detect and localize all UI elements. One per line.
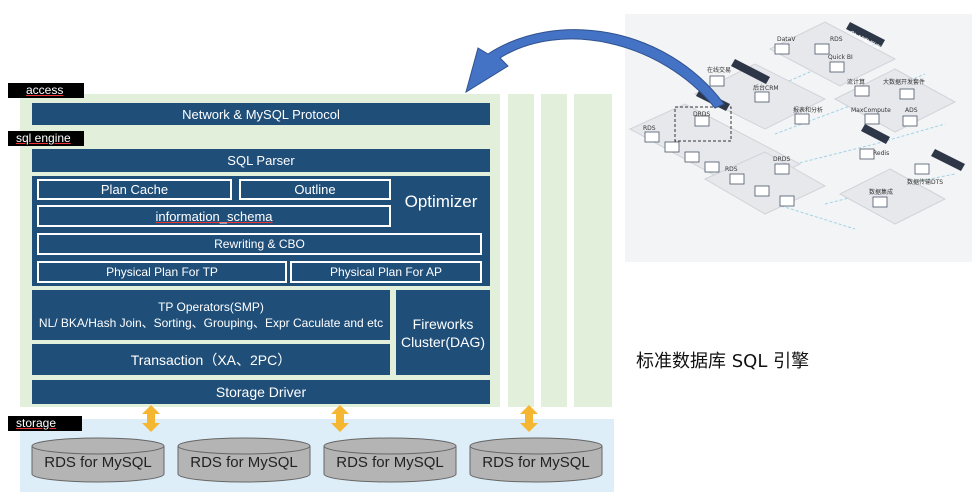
map-label-quickbi: Quick BI xyxy=(828,54,853,61)
physical-plan-ap-box: Physical Plan For AP xyxy=(290,261,482,283)
engine-stripe-2 xyxy=(541,94,567,407)
engine-stripe-4 xyxy=(592,94,612,407)
rds-label-3: RDS for MySQL xyxy=(336,454,444,471)
map-label-stream: 流计算 xyxy=(847,78,865,86)
map-label-redis: Redis xyxy=(873,150,889,157)
map-label-business: 在线交易 xyxy=(707,66,731,74)
physical-plan-tp-label: Physical Plan For TP xyxy=(106,265,218,279)
map-label-bigdata: 大数据开发套件 xyxy=(883,78,925,86)
rds-label-4: RDS for MySQL xyxy=(482,454,590,471)
map-nodes xyxy=(644,43,930,208)
map-label-report: 报表和分析 xyxy=(793,106,823,114)
storage-driver-block: Storage Driver xyxy=(32,380,490,404)
tp-operators-title: TP Operators(SMP) xyxy=(158,300,264,314)
optimizer-block: Plan Cache Outline Optimizer information… xyxy=(32,176,490,286)
engine-stripe-1 xyxy=(508,94,534,407)
rds-cylinder-2 xyxy=(177,437,311,483)
map-label-integration: 数据集成 xyxy=(869,188,893,196)
transaction-label: Transaction（XA、2PC） xyxy=(130,351,292,368)
map-label-dts: 数据传输DTS xyxy=(907,178,943,186)
map-platforms xyxy=(628,21,957,225)
cloud-architecture-map: DataV RDS Quick BI OLAP数据库 在线交易 后台CRM 报表… xyxy=(625,14,972,262)
outline-box: Outline xyxy=(239,179,391,200)
storage-layer-tag: storage xyxy=(8,416,82,431)
drds-selection-box xyxy=(674,106,732,142)
access-layer-tag: access xyxy=(8,83,84,98)
map-label-ads: ADS xyxy=(905,107,918,114)
tp-operators-detail: NL/ BKA/Hash Join、Sorting、Grouping、Expr … xyxy=(38,316,384,330)
network-protocol-label: Network & MySQL Protocol xyxy=(182,106,340,122)
double-arrow-1 xyxy=(142,405,160,432)
map-label-drds-mid: DRDS xyxy=(773,156,790,163)
rds-label-1: RDS for MySQL xyxy=(44,454,152,471)
curved-arrow xyxy=(465,29,725,109)
rds-cylinder-3 xyxy=(323,437,457,483)
fireworks-line1: Fireworks xyxy=(412,315,474,332)
information-schema-box: information_schema xyxy=(37,205,391,227)
rds-label-2: RDS for MySQL xyxy=(190,454,298,471)
map-label-maxcompute: MaxCompute xyxy=(851,107,891,114)
fireworks-block: Fireworks Cluster(DAG) xyxy=(396,290,490,375)
double-arrow-3 xyxy=(520,405,538,432)
map-label-rds-left: RDS xyxy=(643,125,656,132)
physical-plan-tp-box: Physical Plan For TP xyxy=(37,261,287,283)
transaction-block: Transaction（XA、2PC） xyxy=(32,344,390,375)
tp-operators-block: TP Operators(SMP) NL/ BKA/Hash Join、Sort… xyxy=(32,290,390,340)
storage-layer-drawing: RDS for MySQL RDS for MySQL RDS for MySQ… xyxy=(31,405,603,483)
sql-parser-block: SQL Parser xyxy=(32,149,490,172)
network-protocol-block: Network & MySQL Protocol xyxy=(32,103,490,125)
storage-driver-label: Storage Driver xyxy=(215,384,307,400)
plan-cache-label: Plan Cache xyxy=(100,182,169,197)
map-label-rds-mid: RDS xyxy=(725,166,738,173)
outline-label: Outline xyxy=(294,182,336,197)
double-arrow-2 xyxy=(331,405,349,432)
sql-engine-layer-tag: sql engine xyxy=(8,131,84,146)
map-label-crm: 后台CRM xyxy=(753,84,779,92)
rds-cylinder-4 xyxy=(469,437,603,483)
sql-parser-label: SQL Parser xyxy=(227,153,295,168)
rewriting-cbo-box: Rewriting & CBO xyxy=(37,233,482,255)
map-label-rds-top: RDS xyxy=(830,36,843,43)
caption: 标准数据库 SQL 引擎 xyxy=(636,351,810,372)
fireworks-line2: Cluster(DAG) xyxy=(400,333,485,350)
map-label-datav: DataV xyxy=(777,36,796,43)
rewriting-cbo-label: Rewriting & CBO xyxy=(214,237,305,251)
information-schema-label: information_schema xyxy=(155,208,273,224)
rds-cylinder-1 xyxy=(31,437,165,483)
physical-plan-ap-label: Physical Plan For AP xyxy=(329,265,443,279)
optimizer-label: Optimizer xyxy=(404,192,478,211)
map-label-drds-top: DRDS xyxy=(693,111,710,118)
plan-cache-box: Plan Cache xyxy=(37,179,232,200)
